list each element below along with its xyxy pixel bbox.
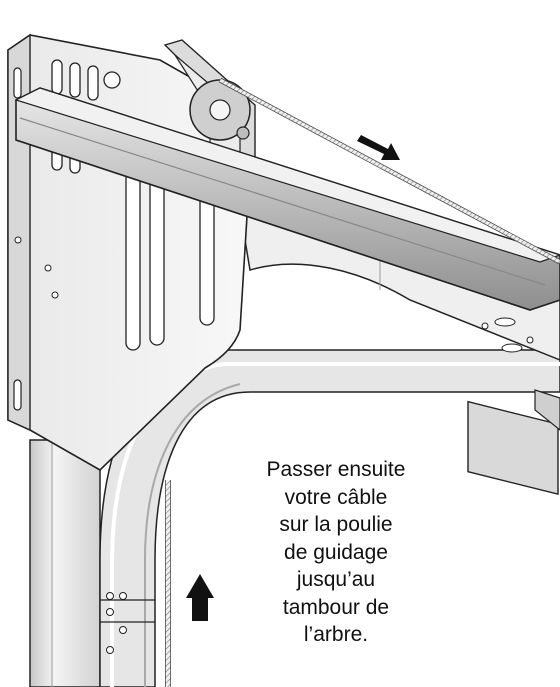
instruction-caption: Passer ensuite votre câble sur la poulie… — [236, 456, 436, 649]
upward-arrow — [186, 574, 214, 621]
caption-line: sur la poulie — [279, 513, 393, 536]
cable — [165, 77, 560, 687]
caption-line: Passer ensuite — [266, 458, 406, 481]
caption-line: jusqu’au — [296, 568, 376, 591]
angle-rail — [14, 87, 560, 311]
vertical-post — [29, 439, 101, 687]
caption-line: de guidage — [284, 540, 388, 564]
caption-line: votre câble — [284, 485, 388, 509]
caption-line: l’arbre. — [303, 623, 369, 646]
caption-line: tambour de — [282, 595, 390, 619]
cable-direction-arrow — [357, 135, 400, 160]
